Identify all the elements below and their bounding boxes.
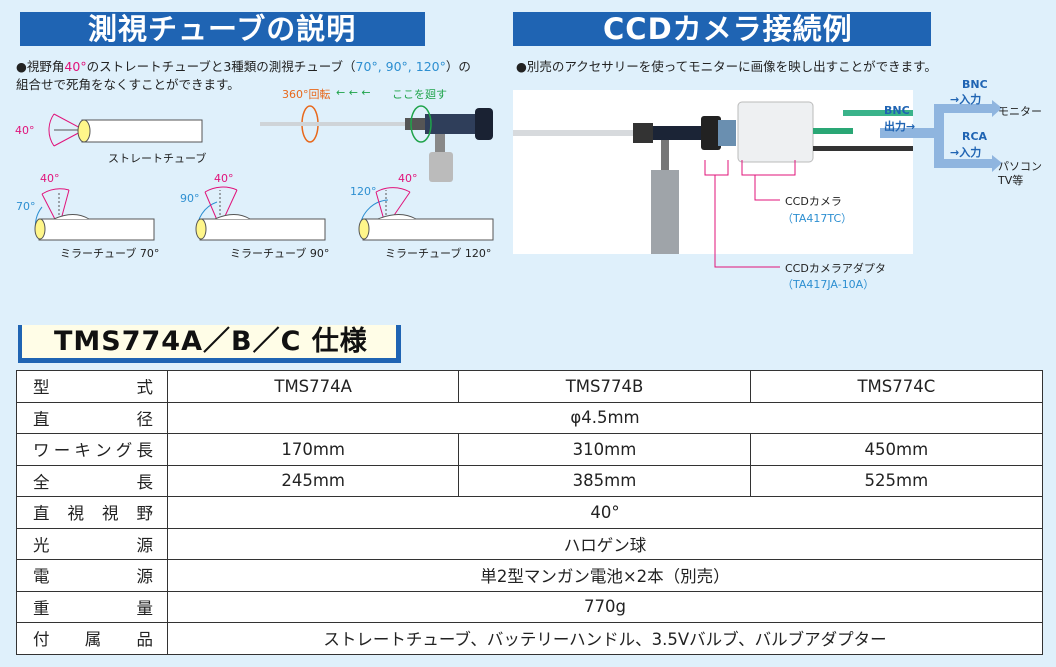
spec-row-accessories: 付属品 ストレートチューブ、バッテリーハンドル、3.5Vバルブ、バルブアダプター [16,622,1043,655]
cell-b: TMS774B [458,370,751,403]
ccd-description: ●別売のアクセサリーを使ってモニターに画像を映し出すことができます。 [516,59,937,74]
rotate-label: 360°回転 [282,88,331,101]
row-header: 直径 [16,401,168,434]
spec-row-field-of-view: 直視視野 40° [16,496,1043,529]
bnc-in-1: BNC [962,78,988,91]
row-header: 電源 [16,559,168,592]
spec-row-power: 電源 単2型マンガン電池×2本（別売） [16,559,1043,592]
pc-label: パソコン [998,160,1042,173]
cell-c: 525mm [749,464,1044,497]
mirror-tube-90-diagram [195,186,326,241]
straight-angle-label: 40° [15,124,35,137]
bnc-out-1: BNC [884,104,910,117]
section-title-tube: 測視チューブの説明 [20,12,425,46]
cell-c: 450mm [749,433,1044,466]
monitor-label: モニター [998,105,1042,118]
cell-all: ストレートチューブ、バッテリーハンドル、3.5Vバルブ、バルブアダプター [167,622,1043,655]
row-header: 直視視野 [16,496,168,529]
camera-model: （TA417TC） [782,212,853,225]
mirror70-label: ミラーチューブ 70° [60,247,160,260]
callout-lines [704,160,796,268]
connection-diagram [880,100,1002,172]
tv-label: TV等 [998,174,1024,187]
mirror70-angle-b: 40° [40,172,60,185]
spec-row-working-length: ワーキング長 170mm 310mm 450mm [16,433,1044,466]
cell-b: 310mm [458,433,751,466]
spec-title: TMS774A／B／C 仕様 [18,325,400,359]
mirror90-angle-a: 90° [180,192,200,205]
adapter-name: CCDカメラアダプタ [785,262,886,275]
section-title-ccd: CCDカメラ接続例 [513,12,931,46]
mirror120-angle-a: 120° [350,185,377,198]
spec-row-model: 型式 TMS774A TMS774B TMS774C [16,370,1044,403]
bnc-out-2: 出力→ [884,120,916,133]
cell-all: φ4.5mm [167,401,1043,434]
spec-title-underline [18,358,400,363]
row-header: 付属品 [16,622,168,655]
rca-in-2: →入力 [950,146,982,159]
mirror120-angle-b: 40° [398,172,418,185]
camera-name: CCDカメラ [785,195,842,208]
cell-a: 245mm [166,464,460,497]
straight-tube-label: ストレートチューブ [108,152,207,165]
row-header: 型式 [16,370,168,403]
tube-description: ●視野角40°のストレートチューブと3種類の測視チューブ（70°, 90°, 1… [16,59,471,92]
cell-a: TMS774A [166,370,460,403]
row-header: ワーキング長 [16,433,168,466]
mirror90-label: ミラーチューブ 90° [230,247,330,260]
mirror-tube-120-diagram [358,187,494,241]
bnc-in-2: →入力 [950,93,982,106]
spec-row-light-source: 光源 ハロゲン球 [16,527,1043,560]
arrows-label: ← ← ← [336,86,371,99]
cell-all: ハロゲン球 [167,527,1043,560]
spec-row-diameter: 直径 φ4.5mm [16,401,1043,434]
cell-all: 40° [167,496,1043,529]
spec-row-total-length: 全長 245mm 385mm 525mm [16,464,1044,497]
cell-all: 770g [167,590,1043,623]
turn-here-label: ここを廻す [392,88,447,101]
rca-in-1: RCA [962,130,988,143]
row-header: 光源 [16,527,168,560]
ccd-camera-photo [513,90,913,254]
endoscope-illustration [260,105,493,182]
adapter-model: （TA417JA-10A） [782,278,875,291]
row-header: 重量 [16,590,168,623]
spec-table: 型式 TMS774A TMS774B TMS774C 直径 φ4.5mm ワーキ… [16,370,1044,655]
cell-c: TMS774C [749,370,1044,403]
cell-all: 単2型マンガン電池×2本（別売） [167,559,1043,592]
row-header: 全長 [16,464,168,497]
mirror120-label: ミラーチューブ 120° [385,247,492,260]
mirror70-angle-a: 70° [16,200,36,213]
cell-b: 385mm [458,464,751,497]
cell-a: 170mm [166,433,460,466]
spec-title-side [396,325,401,363]
mirror-tube-70-diagram [34,188,155,241]
straight-tube-diagram [48,113,203,147]
mirror90-angle-b: 40° [214,172,234,185]
spec-row-weight: 重量 770g [16,590,1043,623]
